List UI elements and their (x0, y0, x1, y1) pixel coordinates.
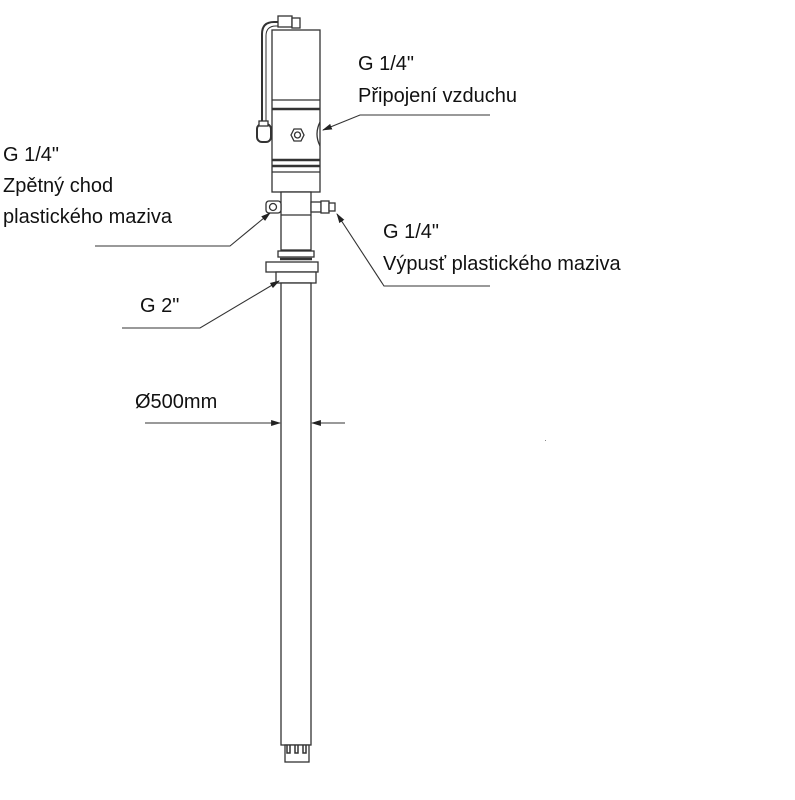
air-connection-label: Připojení vzduchu (358, 85, 517, 107)
grease-outlet-label: Výpusť plastického maziva (383, 253, 621, 275)
pump-neck (265, 191, 336, 284)
diameter-dimension-label: Ø500mm (135, 391, 218, 413)
grease-outlet-size: G 1/4" (383, 221, 440, 243)
hex-nut-icon (290, 128, 305, 142)
pump-motor (256, 15, 321, 193)
bung-size-label: G 2" (140, 295, 180, 317)
grease-return-size: G 1/4" (3, 144, 60, 166)
leader-lines (95, 114, 546, 441)
grease-return-label-line2: plastického maziva (3, 206, 172, 228)
grease-return-label-line1: Zpětný chod (3, 175, 114, 197)
suction-tube (280, 282, 312, 763)
air-connection-size: G 1/4" (358, 53, 415, 75)
